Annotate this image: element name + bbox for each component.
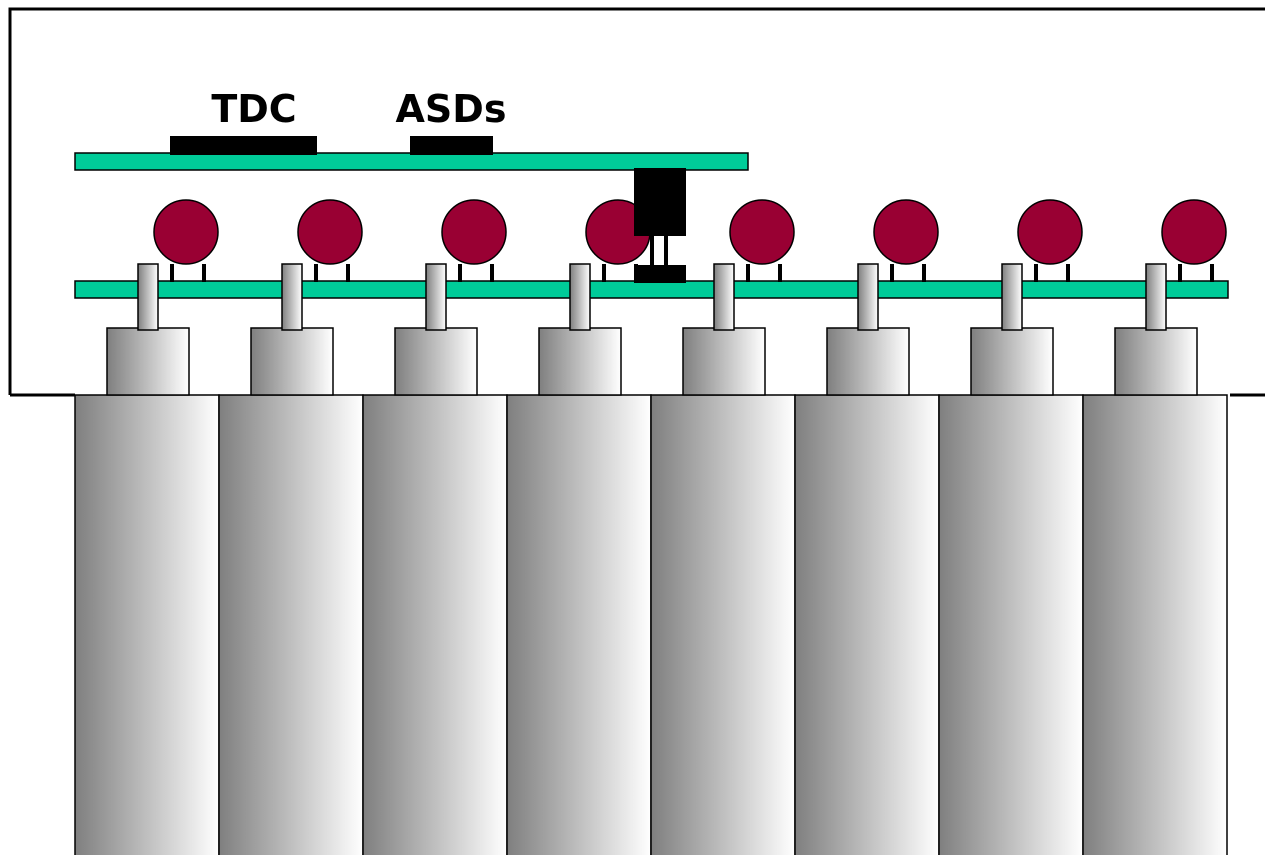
signal-pin	[137, 263, 159, 331]
capacitor-lead	[890, 264, 894, 282]
tube-end-plug	[538, 327, 622, 396]
signal-pin	[569, 263, 591, 331]
tube-units	[74, 199, 1228, 855]
tube-body	[650, 394, 796, 855]
signal-pin	[281, 263, 303, 331]
capacitor-lead	[346, 264, 350, 282]
capacitor-disc	[297, 199, 363, 265]
capacitor-disc	[153, 199, 219, 265]
capacitor-lead	[1034, 264, 1038, 282]
capacitor-lead	[458, 264, 462, 282]
signal-pin	[857, 263, 879, 331]
tube-body	[74, 394, 220, 855]
enclosure-frame	[8, 7, 1265, 397]
capacitor-lead	[922, 264, 926, 282]
capacitor-disc	[1017, 199, 1083, 265]
capacitor-lead	[746, 264, 750, 282]
capacitor-disc	[873, 199, 939, 265]
tube-body	[506, 394, 652, 855]
tdc-label: TDC	[211, 87, 296, 131]
tube-end-plug	[1114, 327, 1198, 396]
tube-end-plug	[106, 327, 190, 396]
capacitor-lead	[778, 264, 782, 282]
capacitor-disc	[1161, 199, 1227, 265]
board-connector	[634, 168, 686, 283]
capacitor-lead	[1210, 264, 1214, 282]
signal-pin	[1145, 263, 1167, 331]
capacitor-lead	[1066, 264, 1070, 282]
tube-body	[1082, 394, 1228, 855]
signal-pin	[425, 263, 447, 331]
asds-label: ASDs	[396, 87, 507, 131]
tube-end-plug	[682, 327, 766, 396]
upper-board	[74, 152, 749, 171]
asd-chip	[410, 136, 493, 155]
capacitor-lead	[490, 264, 494, 282]
capacitor-lead	[170, 264, 174, 282]
capacitor-lead	[314, 264, 318, 282]
signal-pin	[1001, 263, 1023, 331]
tdc-chip	[170, 136, 317, 155]
capacitor-lead	[602, 264, 606, 282]
capacitor-lead	[202, 264, 206, 282]
signal-pin	[713, 263, 735, 331]
tube-end-plug	[826, 327, 910, 396]
tube-body	[938, 394, 1084, 855]
tube-end-plug	[394, 327, 478, 396]
capacitor-disc	[729, 199, 795, 265]
tube-end-plug	[970, 327, 1054, 396]
tube-body	[218, 394, 364, 855]
capacitor-disc	[441, 199, 507, 265]
tube-body	[794, 394, 940, 855]
tube-body	[362, 394, 508, 855]
tube-end-plug	[250, 327, 334, 396]
lower-board	[74, 280, 1229, 299]
capacitor-lead	[1178, 264, 1182, 282]
